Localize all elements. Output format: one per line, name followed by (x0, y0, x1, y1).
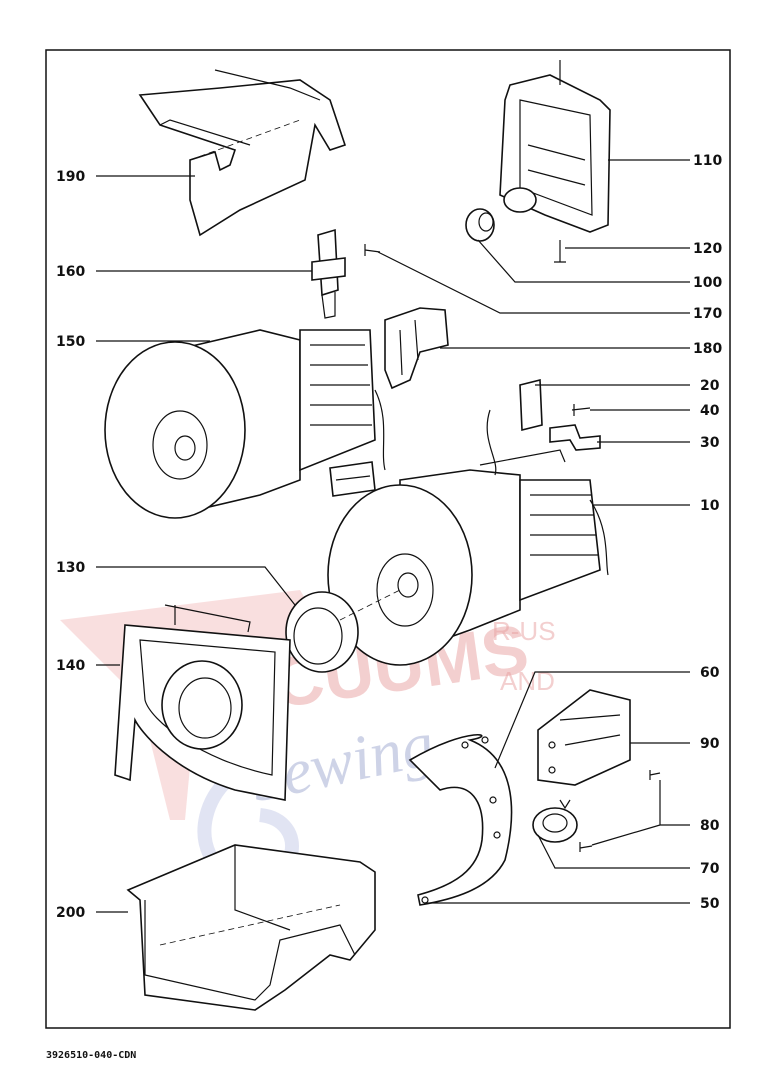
callout-190: 190 (56, 169, 85, 185)
part-40-screw (571, 404, 591, 416)
watermark-r-us: R-US (492, 616, 556, 646)
callout-170: 170 (693, 306, 722, 322)
callout-20: 20 (700, 378, 720, 394)
callout-90: 90 (700, 736, 720, 752)
callout-140: 140 (56, 658, 85, 674)
part-130-ring (285, 589, 401, 673)
drawing-border (45, 49, 731, 1029)
part-110-housing (499, 60, 611, 233)
part-140-seal-plate (114, 604, 291, 801)
callout-120: 120 (693, 241, 722, 257)
callout-200: 200 (56, 905, 85, 921)
callout-150: 150 (56, 334, 85, 350)
callout-10: 10 (700, 498, 720, 514)
callout-40: 40 (700, 403, 720, 419)
callout-160: 160 (56, 264, 85, 280)
callout-60: 60 (700, 665, 720, 681)
callout-labels: 190 160 150 130 140 200 110 120 100 170 … (56, 153, 722, 921)
part-150-motor (104, 329, 386, 519)
part-160-brush-holder (311, 228, 346, 319)
part-200-tray (126, 844, 376, 1011)
callout-130: 130 (56, 560, 85, 576)
callout-110: 110 (693, 153, 722, 169)
callout-30: 30 (700, 435, 720, 451)
callout-80: 80 (700, 818, 720, 834)
part-180-bracket (384, 307, 449, 390)
part-10-motor (327, 409, 609, 666)
part-30-clip (549, 424, 601, 451)
part-90-bracket (537, 689, 631, 786)
callout-180: 180 (693, 341, 722, 357)
drawing-code: 3926510-040-CDN (46, 1050, 136, 1061)
part-120-screw (554, 240, 566, 263)
leader-lines (96, 159, 690, 913)
part-20-terminal (519, 378, 543, 432)
part-50-curved-bracket (408, 733, 513, 906)
part-190-cover (138, 69, 347, 237)
callout-100: 100 (693, 275, 722, 291)
part-100-bushing (465, 208, 495, 242)
callout-50: 50 (700, 896, 720, 912)
part-70-thermostat (532, 799, 578, 843)
part-170-screw (364, 244, 381, 256)
callout-70: 70 (700, 861, 720, 877)
part-80-screws (579, 770, 661, 852)
